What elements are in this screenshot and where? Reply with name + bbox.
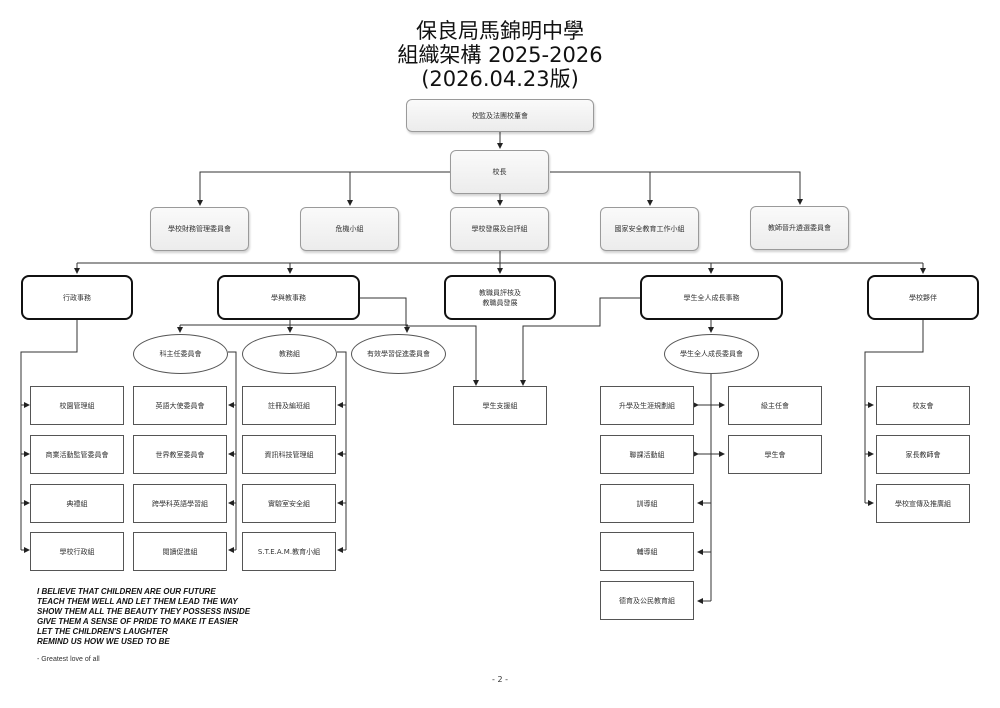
node-crisis-team[interactable]: 危機小組 <box>300 207 399 251</box>
node-ecas[interactable]: 聯課活動組 <box>600 435 694 474</box>
node-reading-promotion[interactable]: 閱讀促進組 <box>133 532 227 571</box>
node-promotion[interactable]: 學校宣傳及推廣組 <box>876 484 970 523</box>
node-learning-teaching[interactable]: 學與教事務 <box>217 275 360 320</box>
node-steam[interactable]: S.T.E.A.M.教育小組 <box>242 532 336 571</box>
node-lab-safety[interactable]: 實驗室安全組 <box>242 484 336 523</box>
node-cross-subject-english[interactable]: 跨學科英語學習組 <box>133 484 227 523</box>
node-effective-learning[interactable]: 有效學習促進委員會 <box>351 334 446 374</box>
node-registration[interactable]: 註冊及編班組 <box>242 386 336 425</box>
node-career-planning[interactable]: 升學及生涯規劃組 <box>600 386 694 425</box>
page-number: - 2 - <box>492 675 508 684</box>
node-school-admin[interactable]: 學校行政組 <box>30 532 124 571</box>
lyric-line: I BELIEVE THAT CHILDREN ARE OUR FUTURE <box>37 587 216 596</box>
node-national-security[interactable]: 國家安全教育工作小組 <box>600 207 699 251</box>
lyrics-block: I BELIEVE THAT CHILDREN ARE OUR FUTURE T… <box>37 587 250 647</box>
lyric-line: GIVE THEM A SENSE OF PRIDE TO MAKE IT EA… <box>37 617 239 626</box>
node-ceremony[interactable]: 典禮組 <box>30 484 124 523</box>
node-form-teachers[interactable]: 級主任會 <box>728 386 822 425</box>
node-growth-committee[interactable]: 學生全人成長委員會 <box>664 334 759 374</box>
node-guidance[interactable]: 輔導組 <box>600 532 694 571</box>
lyric-line: SHOW THEM ALL THE BEAUTY THEY POSSESS IN… <box>37 607 251 616</box>
node-subject-heads[interactable]: 科主任委員會 <box>133 334 228 374</box>
node-student-support[interactable]: 學生支援組 <box>453 386 547 425</box>
arrow-principal-finance <box>197 171 450 206</box>
node-english-ambassador[interactable]: 英語大使委員會 <box>133 386 227 425</box>
node-principal[interactable]: 校長 <box>450 150 549 194</box>
node-school-development[interactable]: 學校發展及自評組 <box>450 207 549 251</box>
node-alumni[interactable]: 校友會 <box>876 386 970 425</box>
node-staff-appraisal[interactable]: 教職員評核及 教職員發展 <box>444 275 556 320</box>
lyrics-credit: - Greatest love of all <box>37 656 100 663</box>
node-it-management[interactable]: 資訊科技管理組 <box>242 435 336 474</box>
title-school: 保良局馬錦明中學 <box>416 19 584 43</box>
node-student-union[interactable]: 學生會 <box>728 435 822 474</box>
node-board[interactable]: 校監及法團校董會 <box>406 99 594 132</box>
node-moral-civic[interactable]: 德育及公民教育組 <box>600 581 694 620</box>
node-promotion-committee[interactable]: 教師晉升遴選委員會 <box>750 206 849 250</box>
node-school-partners[interactable]: 學校夥伴 <box>867 275 979 320</box>
lyric-line: REMIND US HOW WE USED TO BE <box>37 637 170 646</box>
node-admin-affairs[interactable]: 行政事務 <box>21 275 133 320</box>
node-campus-management[interactable]: 校園管理組 <box>30 386 124 425</box>
node-world-classroom[interactable]: 世界教室委員會 <box>133 435 227 474</box>
node-commercial-monitoring[interactable]: 商業活動監管委員會 <box>30 435 124 474</box>
node-pta[interactable]: 家長教師會 <box>876 435 970 474</box>
node-student-growth[interactable]: 學生全人成長事務 <box>640 275 783 320</box>
lyric-line: LET THE CHILDREN'S LAUGHTER <box>37 627 168 636</box>
title-version: (2026.04.23版) <box>421 67 579 91</box>
lyric-line: TEACH THEM WELL AND LET THEM LEAD THE WA… <box>37 597 238 606</box>
title-structure: 組織架構 2025-2026 <box>397 43 603 67</box>
node-discipline[interactable]: 訓導組 <box>600 484 694 523</box>
node-finance-committee[interactable]: 學校財務管理委員會 <box>150 207 249 251</box>
arrow-principal-promotion <box>550 171 803 205</box>
node-academic-affairs[interactable]: 教務組 <box>242 334 337 374</box>
